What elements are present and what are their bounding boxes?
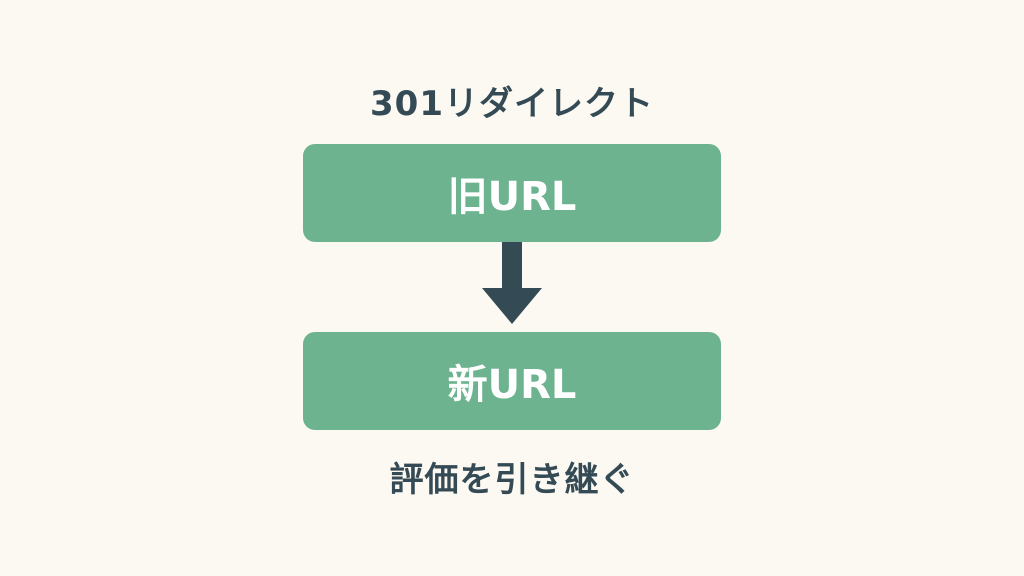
new-url-box: 新URL bbox=[303, 332, 721, 430]
diagram-title: 301リダイレクト bbox=[370, 84, 654, 124]
arrow-down-icon bbox=[482, 242, 542, 324]
new-url-label: 新URL bbox=[447, 362, 577, 408]
old-url-label: 旧URL bbox=[447, 174, 577, 220]
old-url-box: 旧URL bbox=[303, 144, 721, 242]
diagram-caption: 評価を引き継ぐ bbox=[389, 460, 635, 500]
